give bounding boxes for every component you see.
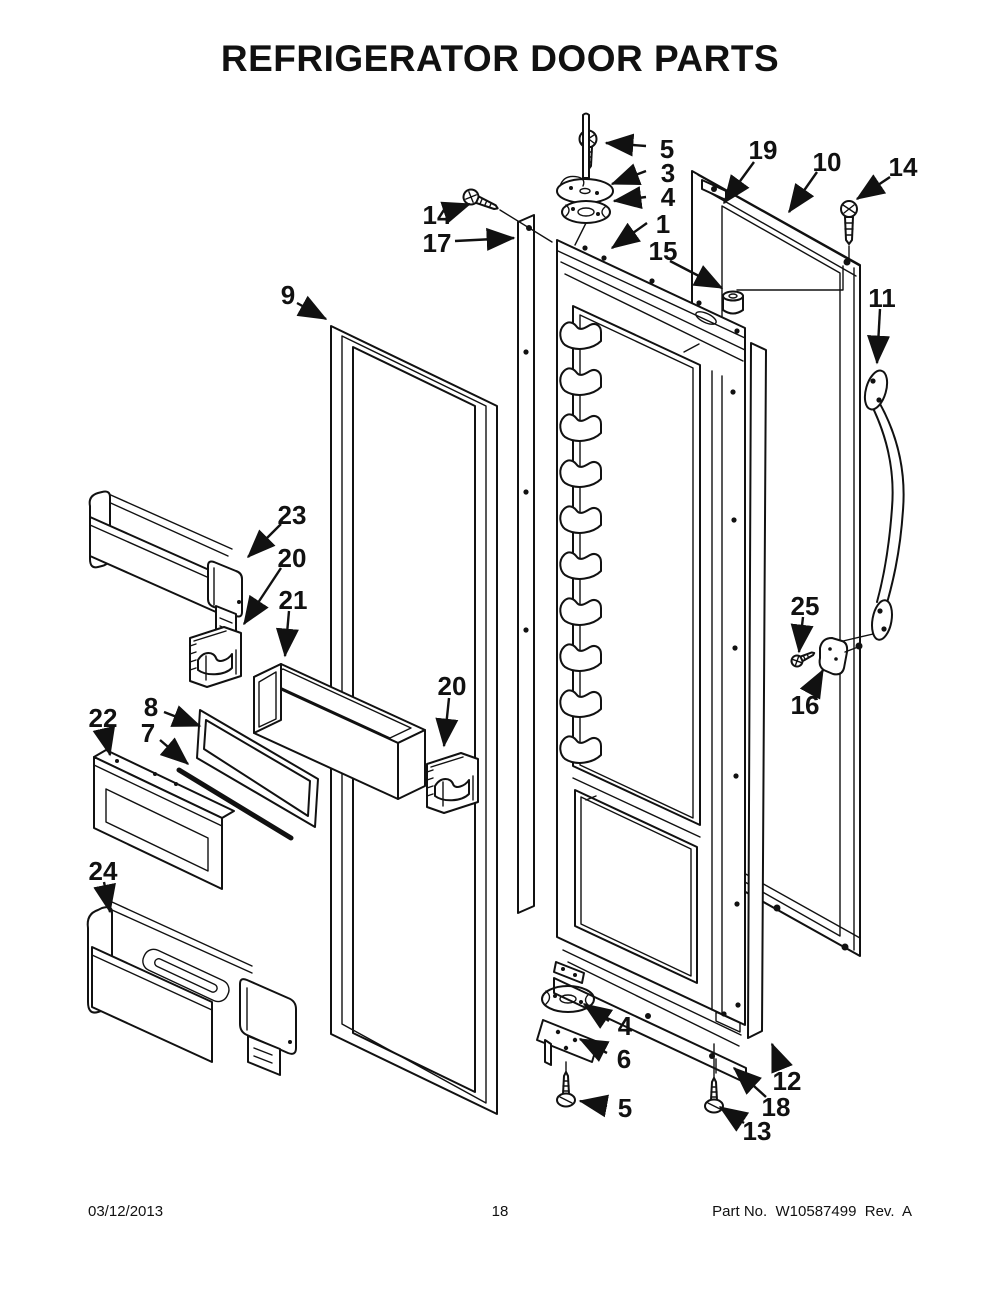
callout-13: 13 (718, 1106, 772, 1146)
svg-text:10: 10 (813, 147, 842, 177)
bottom-hinge-screw (556, 1071, 576, 1108)
svg-text:23: 23 (278, 500, 307, 530)
callout-24: 24 (89, 856, 118, 914)
trim-strip-right (747, 342, 767, 1039)
top-hinge-washer (561, 200, 611, 246)
mounting-bracket-upper (189, 626, 242, 688)
callout-9: 9 (281, 280, 328, 321)
footer-part-number: Part No. W10587499 Rev. A (712, 1203, 912, 1220)
screw-top-right (736, 200, 858, 291)
door-gasket (330, 325, 498, 1115)
svg-text:16: 16 (791, 690, 820, 720)
handle-trim-bracket (818, 637, 863, 676)
callout-4-top: 4 (612, 182, 676, 212)
svg-text:18: 18 (762, 1092, 791, 1122)
callout-23: 23 (246, 500, 307, 559)
svg-text:20: 20 (438, 671, 467, 701)
callout-21: 21 (275, 585, 308, 658)
shelf-frame (253, 663, 426, 800)
svg-text:17: 17 (423, 228, 452, 258)
door-bin-lower (86, 901, 297, 1076)
bottom-hinge-bracket (536, 1019, 599, 1077)
svg-text:5: 5 (660, 134, 674, 164)
callout-17: 17 (423, 227, 516, 258)
svg-text:6: 6 (617, 1044, 631, 1074)
callout-12: 12 (770, 1042, 802, 1096)
retainer-rod (176, 767, 294, 841)
svg-text:5: 5 (618, 1093, 632, 1123)
svg-text:7: 7 (141, 718, 155, 748)
svg-text:25: 25 (791, 591, 820, 621)
callout-20-upper: 20 (242, 543, 307, 626)
callout-3: 3 (610, 158, 675, 188)
callouts: 5 3 4 1 15 19 (89, 133, 918, 1146)
svg-text:15: 15 (649, 236, 678, 266)
svg-text:22: 22 (89, 703, 118, 733)
callout-22: 22 (89, 703, 118, 757)
svg-text:4: 4 (661, 182, 676, 212)
door-handle (842, 369, 905, 642)
footer-date: 03/12/2013 (88, 1203, 164, 1220)
svg-text:24: 24 (89, 856, 118, 886)
svg-text:11: 11 (868, 283, 896, 313)
callout-7: 7 (141, 718, 190, 765)
svg-text:12: 12 (773, 1066, 802, 1096)
svg-text:21: 21 (279, 585, 308, 615)
callout-19: 19 (723, 135, 778, 205)
svg-text:1: 1 (656, 209, 670, 239)
inner-door-panel (556, 239, 746, 1047)
svg-text:8: 8 (144, 692, 158, 722)
svg-text:14: 14 (423, 200, 452, 230)
callout-25: 25 (791, 591, 820, 654)
hinge-cam (556, 112, 614, 204)
svg-text:3: 3 (661, 158, 675, 188)
callout-15: 15 (649, 236, 724, 290)
svg-text:13: 13 (743, 1116, 772, 1146)
door-bin-upper (88, 490, 243, 643)
callout-16: 16 (791, 668, 825, 720)
callout-18: 18 (732, 1067, 791, 1122)
callout-20-lower: 20 (435, 671, 467, 748)
page-title: REFRIGERATOR DOOR PARTS (220, 38, 780, 79)
door-closer-bushing (722, 290, 744, 315)
callout-5-bottom: 5 (578, 1093, 632, 1123)
trim-frame (196, 709, 319, 828)
callout-5-top: 5 (604, 133, 674, 164)
callout-6: 6 (578, 1037, 631, 1074)
callout-4-bottom: 4 (582, 1003, 633, 1041)
callout-10: 10 (788, 147, 842, 214)
callout-14-right: 14 (855, 152, 918, 200)
callout-1: 1 (610, 209, 670, 249)
svg-text:19: 19 (749, 135, 778, 165)
callout-11: 11 (867, 283, 896, 365)
side-trim-strip (517, 214, 535, 914)
callout-8: 8 (144, 692, 202, 728)
mounting-bracket-lower (426, 752, 479, 814)
screw-top-left (462, 188, 553, 243)
svg-text:20: 20 (278, 543, 307, 573)
svg-text:9: 9 (281, 280, 295, 310)
bottom-screw-13 (704, 1043, 724, 1114)
svg-text:14: 14 (889, 152, 918, 182)
callout-14-left: 14 (423, 200, 472, 230)
bottom-hinge-plate-small (553, 961, 585, 984)
dairy-tray (93, 749, 235, 890)
footer-page-number: 18 (491, 1203, 509, 1220)
svg-text:4: 4 (618, 1011, 633, 1041)
